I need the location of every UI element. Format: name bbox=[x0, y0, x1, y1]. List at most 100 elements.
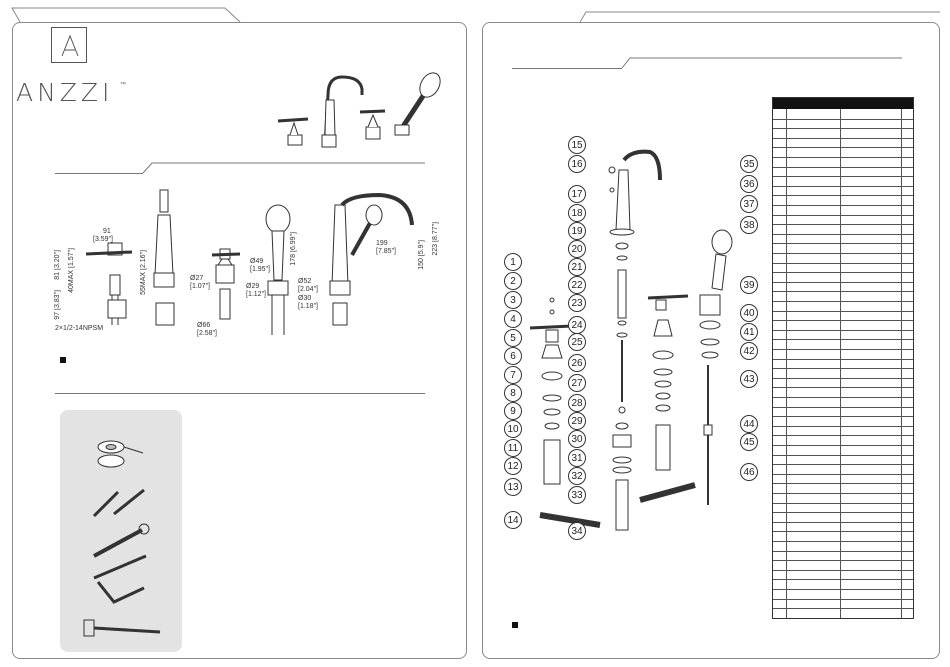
dim-d7: Ø66[2.58"] bbox=[197, 322, 217, 337]
dim-d9: Ø49[1.95"] bbox=[250, 258, 270, 273]
callout-26: 26 bbox=[568, 354, 586, 372]
exploded-view bbox=[529, 149, 733, 531]
parts-table-row bbox=[773, 185, 913, 187]
callout-6: 6 bbox=[504, 347, 522, 365]
parts-table-row bbox=[773, 205, 913, 206]
brand-tm: ™ bbox=[120, 82, 126, 88]
dim-d12: Ø30[1.18"] bbox=[298, 295, 318, 310]
parts-table-row bbox=[773, 598, 913, 600]
callout-19: 19 bbox=[568, 222, 586, 240]
parts-table-row bbox=[773, 147, 913, 149]
callout-18: 18 bbox=[568, 204, 586, 222]
logo-icon bbox=[51, 27, 87, 63]
parts-table-row bbox=[773, 368, 913, 370]
callout-43: 43 bbox=[740, 370, 758, 388]
callout-37: 37 bbox=[740, 195, 758, 213]
parts-table-row bbox=[773, 483, 913, 485]
brand-name: ANZZI bbox=[16, 78, 114, 107]
parts-table-row bbox=[773, 406, 913, 408]
parts-table-row bbox=[773, 397, 913, 398]
divider-step bbox=[142, 162, 425, 174]
dim-d1-in: [3.59"] bbox=[93, 236, 113, 243]
divider bbox=[512, 68, 622, 69]
callout-36: 36 bbox=[740, 175, 758, 193]
callout-1: 1 bbox=[504, 253, 522, 271]
dim-d1: 91 bbox=[103, 228, 111, 235]
divider bbox=[55, 393, 425, 394]
callout-42: 42 bbox=[740, 342, 758, 360]
parts-table-row bbox=[773, 214, 913, 216]
dim-d2: 81 [3.20"] bbox=[54, 250, 61, 280]
parts-table-row bbox=[773, 166, 913, 168]
callout-10: 10 bbox=[504, 420, 522, 438]
callout-20: 20 bbox=[568, 240, 586, 258]
parts-table-row bbox=[773, 291, 913, 293]
callout-45: 45 bbox=[740, 433, 758, 451]
dim-d8: Ø29[1.12"] bbox=[246, 283, 266, 298]
parts-table-row bbox=[773, 224, 913, 226]
callout-5: 5 bbox=[504, 329, 522, 347]
parts-table-row bbox=[773, 233, 913, 235]
parts-table-row bbox=[773, 454, 913, 456]
divider bbox=[55, 173, 143, 174]
parts-table-row bbox=[773, 301, 913, 302]
callout-32: 32 bbox=[568, 467, 586, 485]
parts-table-row bbox=[773, 541, 913, 542]
parts-table-row bbox=[773, 579, 913, 581]
callout-21: 21 bbox=[568, 258, 586, 276]
callout-24: 24 bbox=[568, 316, 586, 334]
parts-table-row bbox=[773, 560, 913, 562]
parts-table-row bbox=[773, 157, 913, 158]
bullet-marker bbox=[60, 357, 66, 363]
callout-44: 44 bbox=[740, 415, 758, 433]
dim-d11: Ø52[2.04"] bbox=[298, 278, 318, 293]
callout-25: 25 bbox=[568, 333, 586, 351]
callout-14: 14 bbox=[504, 511, 522, 529]
callout-30: 30 bbox=[568, 430, 586, 448]
callout-16: 16 bbox=[568, 155, 586, 173]
parts-table-row bbox=[773, 589, 913, 590]
dim-d10: 178 [6.99"] bbox=[290, 232, 297, 266]
wrench-icon bbox=[93, 523, 150, 558]
callout-33: 33 bbox=[568, 486, 586, 504]
callout-12: 12 bbox=[504, 457, 522, 475]
parts-table-row bbox=[773, 339, 913, 341]
callout-35: 35 bbox=[740, 155, 758, 173]
parts-table-row bbox=[773, 521, 913, 523]
dim-d6: Ø27[1.07"] bbox=[190, 275, 210, 290]
callout-7: 7 bbox=[504, 366, 522, 384]
hex-key-icon bbox=[96, 581, 145, 604]
parts-table-row bbox=[773, 569, 913, 571]
parts-table bbox=[772, 97, 914, 619]
callout-9: 9 bbox=[504, 402, 522, 420]
parts-table-col bbox=[901, 109, 902, 618]
callout-23: 23 bbox=[568, 294, 586, 312]
callout-29: 29 bbox=[568, 412, 586, 430]
callout-11: 11 bbox=[504, 439, 522, 457]
product-illustration bbox=[277, 72, 441, 148]
parts-table-col bbox=[786, 109, 787, 618]
parts-table-row bbox=[773, 281, 913, 283]
parts-table-row bbox=[773, 358, 913, 360]
parts-table-row bbox=[773, 349, 913, 350]
callout-46: 46 bbox=[740, 463, 758, 481]
callout-3: 3 bbox=[504, 291, 522, 309]
pipe-wrench-icon bbox=[83, 619, 161, 637]
dimension-drawing bbox=[85, 189, 414, 335]
callout-40: 40 bbox=[740, 304, 758, 322]
parts-table-row bbox=[773, 329, 913, 331]
callout-28: 28 bbox=[568, 394, 586, 412]
callout-13: 13 bbox=[504, 478, 522, 496]
tools-panel bbox=[60, 410, 182, 652]
callout-39: 39 bbox=[740, 276, 758, 294]
dim-d15: 223 [8.77"] bbox=[432, 222, 439, 256]
parts-table-row bbox=[773, 243, 913, 245]
callout-27: 27 bbox=[568, 374, 586, 392]
parts-table-row bbox=[773, 195, 913, 197]
callout-15: 15 bbox=[568, 136, 586, 154]
parts-table-header bbox=[773, 98, 913, 109]
callout-17: 17 bbox=[568, 185, 586, 203]
callout-22: 22 bbox=[568, 276, 586, 294]
dim-d3: 40MAX [1.57"] bbox=[68, 248, 75, 293]
dim-d5: 55MAX [2.16"] bbox=[140, 250, 147, 295]
